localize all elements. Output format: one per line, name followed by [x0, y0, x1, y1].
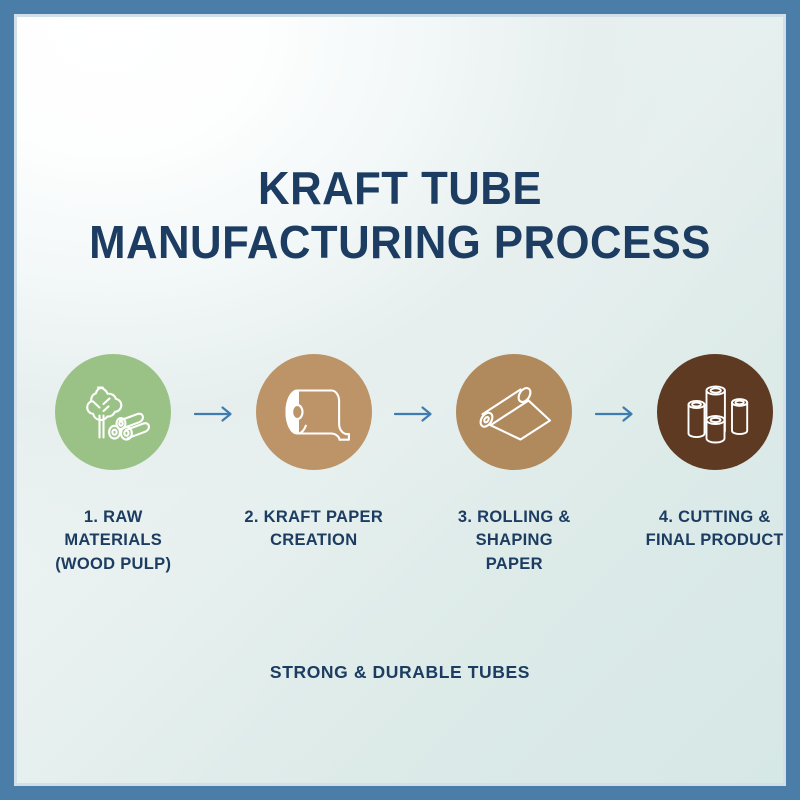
- paper-roll-icon: [275, 381, 353, 443]
- rolling-sheet-icon: [474, 381, 554, 443]
- step-2-label: 2. KRAFT PAPER CREATION: [244, 508, 384, 550]
- process-arrow-1: [191, 404, 237, 424]
- process-step-1: 1. RAW MATERIALS (WOOD PULP): [36, 354, 191, 576]
- page-title: KRAFT TUBE MANUFACTURING PROCESS: [14, 162, 786, 270]
- tree-and-logs-icon: [76, 380, 151, 444]
- title-line-2: MANUFACTURING PROCESS: [89, 215, 711, 268]
- step-4-icon-circle: [656, 354, 773, 470]
- step-2-icon-circle: [255, 354, 372, 470]
- process-step-3: 3. ROLLING & SHAPING PAPER: [437, 354, 592, 576]
- process-step-4: 4. CUTTING & FINAL PRODUCT: [638, 354, 787, 553]
- poster-canvas: KRAFT TUBE MANUFACTURING PROCESS: [14, 14, 786, 786]
- title-line-1: KRAFT TUBE: [258, 162, 542, 214]
- step-3-label: 3. ROLLING & SHAPING PAPER: [457, 508, 571, 573]
- step-3-icon-circle: [456, 354, 573, 470]
- step-1-label: 1. RAW MATERIALS (WOOD PULP): [55, 508, 172, 573]
- footer-tagline: STRONG & DURABLE TUBES: [269, 662, 531, 682]
- process-arrow-2: [391, 404, 437, 424]
- step-1-icon-circle: [55, 354, 172, 470]
- process-steps-row: 1. RAW MATERIALS (WOOD PULP): [36, 354, 786, 576]
- step-4-label: 4. CUTTING & FINAL PRODUCT: [645, 508, 784, 550]
- cut-tubes-icon: [679, 379, 751, 445]
- process-step-2: 2. KRAFT PAPER CREATION: [237, 354, 392, 553]
- process-arrow-3: [592, 404, 638, 424]
